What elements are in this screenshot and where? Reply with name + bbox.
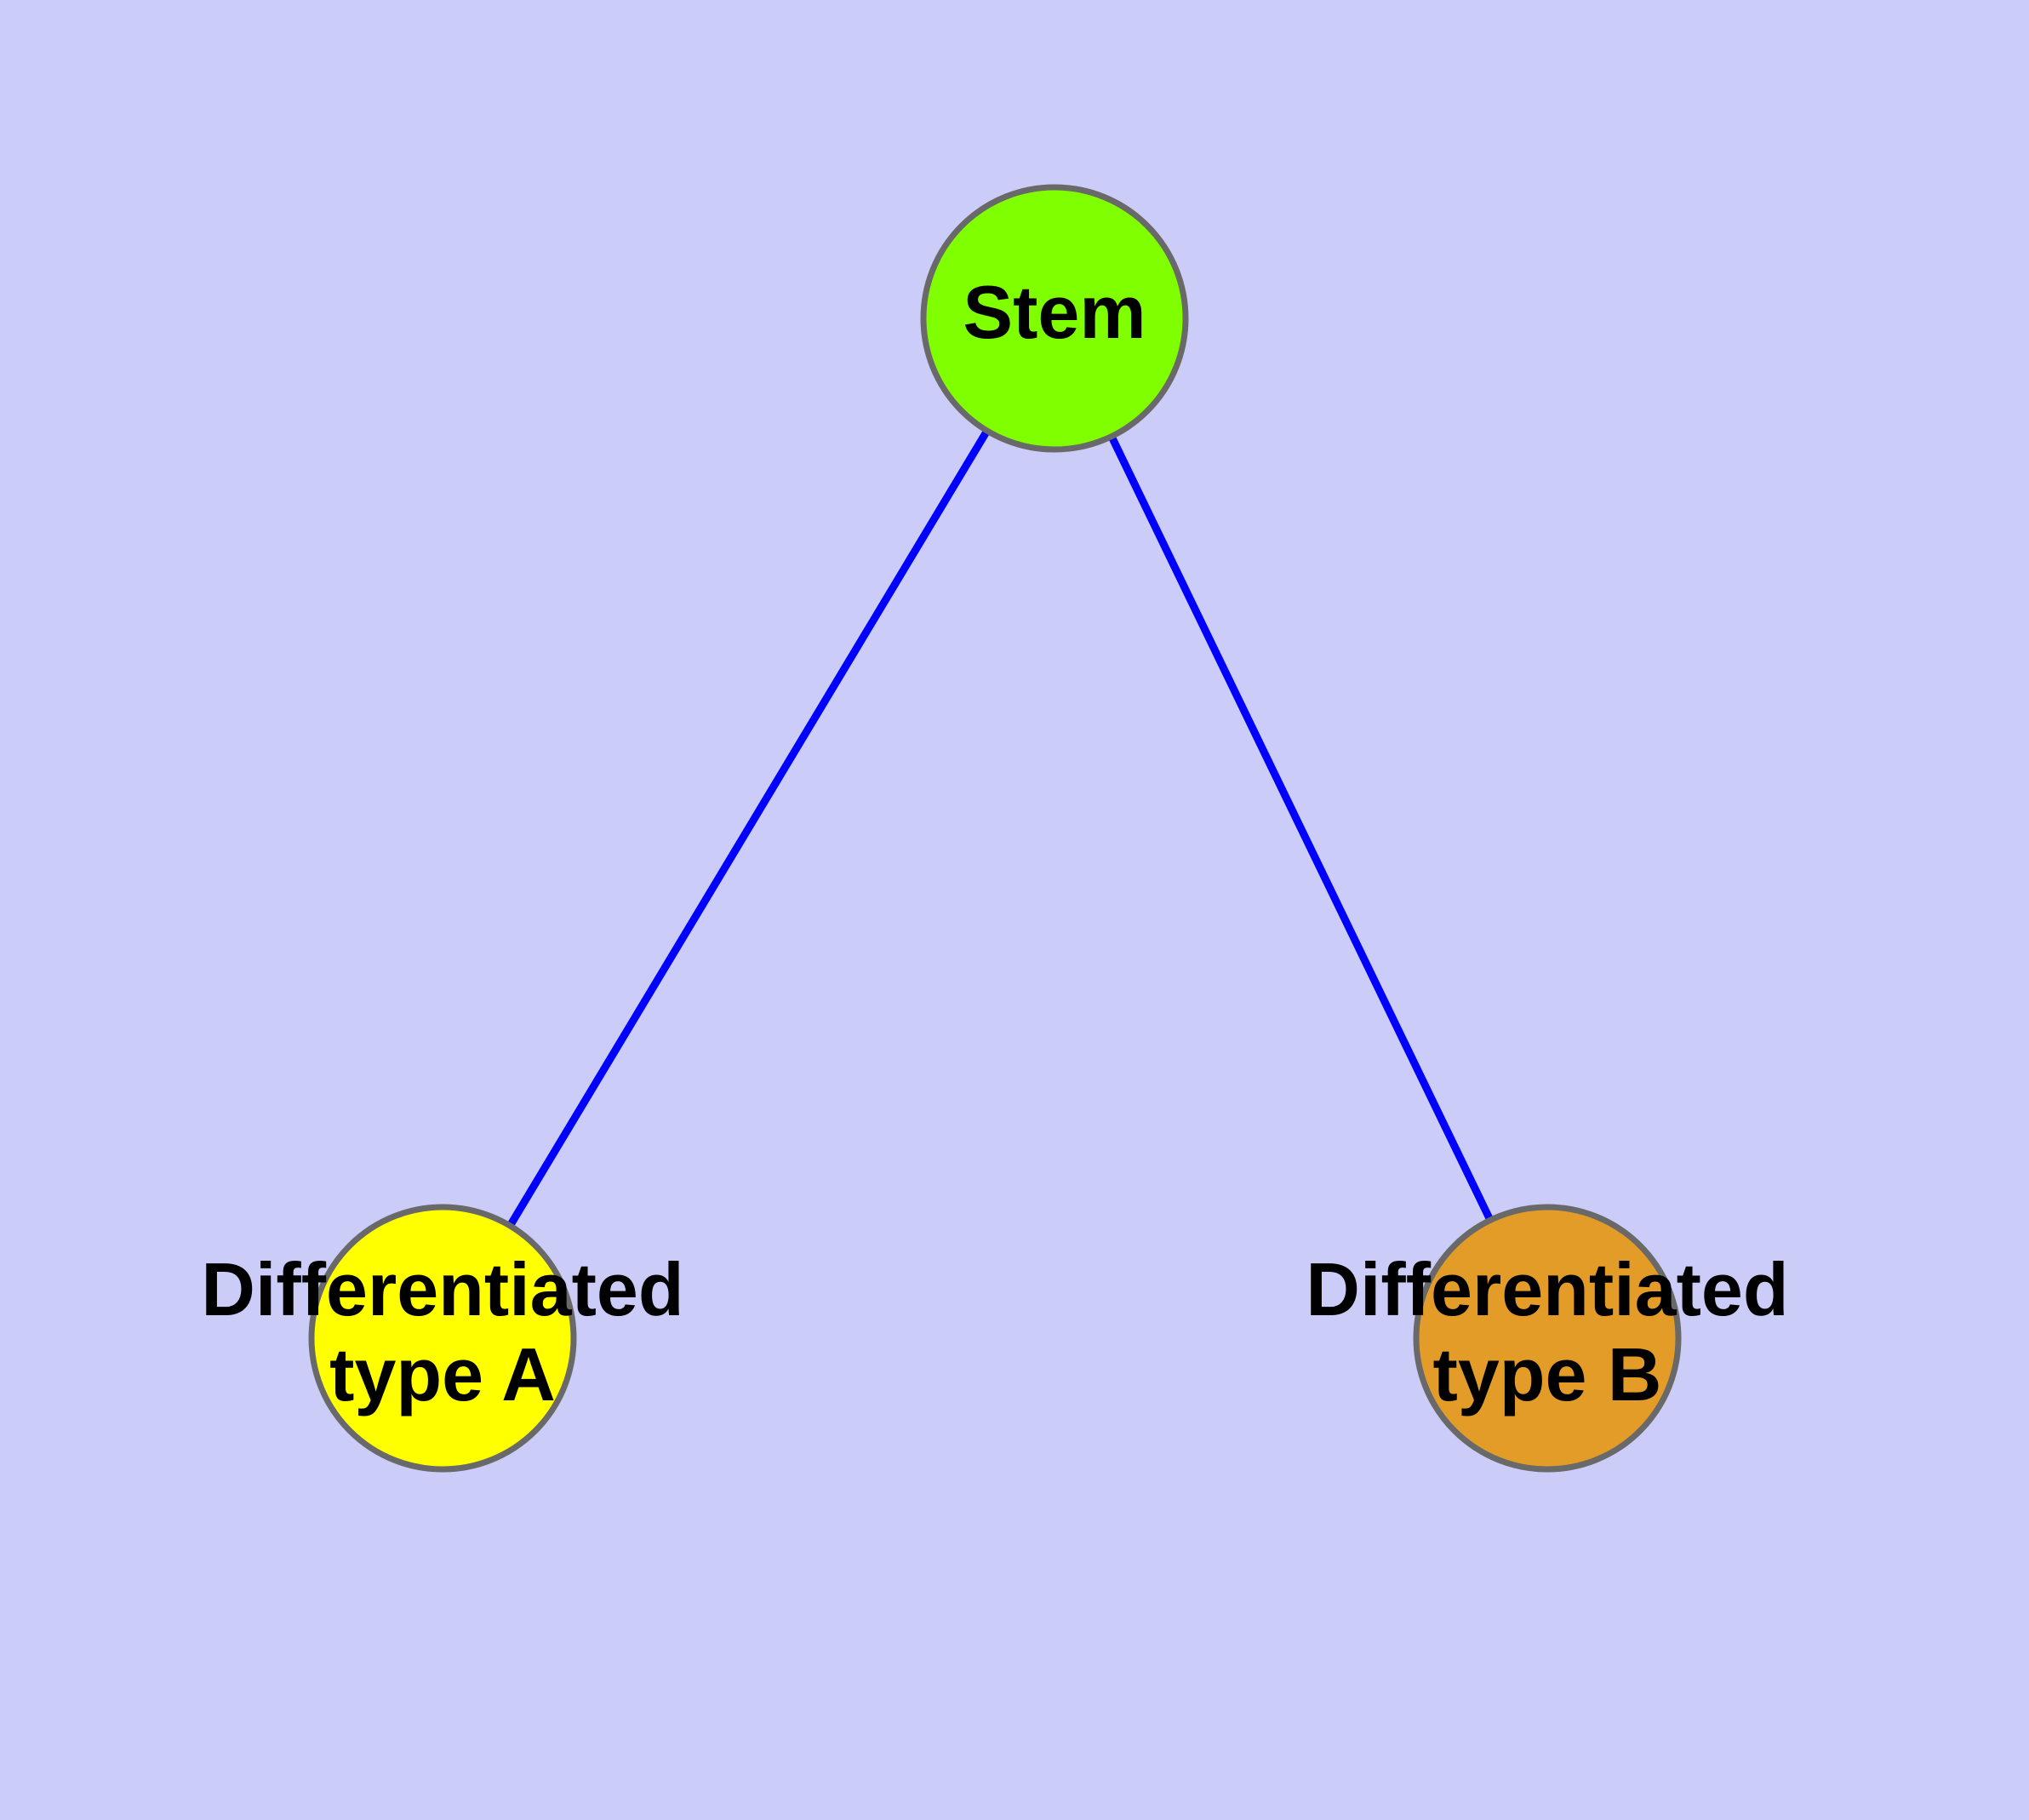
nodes-layer [308, 184, 1682, 1473]
node-differentiated-type-b-circle[interactable] [1413, 1204, 1682, 1473]
node-differentiated-type-a-circle[interactable] [308, 1204, 577, 1473]
node-stem-circle[interactable] [920, 184, 1189, 453]
edge-stem-to-differentiated-type-a[interactable] [439, 316, 1058, 1341]
edges-layer [439, 316, 1552, 1341]
edge-stem-to-differentiated-type-b[interactable] [1050, 317, 1552, 1340]
node-stem-label: Stem [963, 270, 1146, 354]
